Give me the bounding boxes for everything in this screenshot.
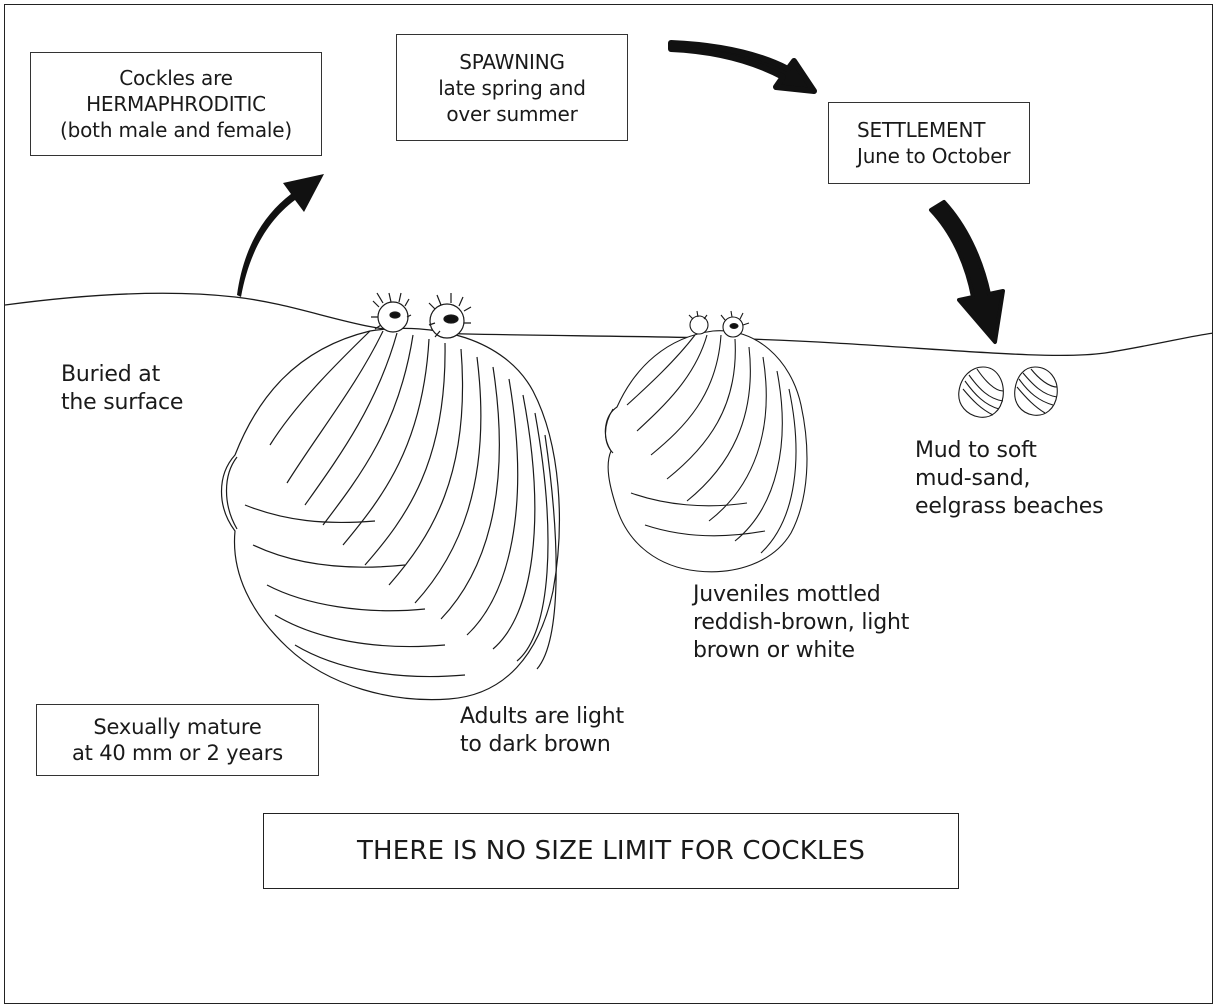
settled-cockle-icon bbox=[959, 367, 1004, 417]
juveniles-line-2: reddish-brown, light bbox=[693, 609, 909, 637]
hermaphrodite-line-3: (both male and female) bbox=[31, 117, 321, 143]
life-cycle-arrow-icon bbox=[671, 43, 814, 91]
habitat-line-2: mud-sand, bbox=[915, 465, 1103, 493]
adults-line-1: Adults are light bbox=[460, 703, 624, 731]
hermaphrodite-line-1: Cockles are bbox=[31, 65, 321, 91]
buried-label: Buried at the surface bbox=[61, 361, 183, 417]
spawning-line-1: SPAWNING bbox=[397, 49, 627, 75]
diagram-frame: Cockles are HERMAPHRODITIC (both male an… bbox=[4, 4, 1213, 1004]
settled-cockle-icon bbox=[1015, 367, 1058, 415]
spawning-info-box: SPAWNING late spring and over summer bbox=[396, 34, 628, 141]
spawning-line-2: late spring and bbox=[397, 75, 627, 101]
sediment-surface-line bbox=[5, 293, 1213, 355]
juveniles-line-3: brown or white bbox=[693, 637, 909, 665]
juveniles-label: Juveniles mottled reddish-brown, light b… bbox=[693, 581, 909, 665]
settlement-line-1: SETTLEMENT bbox=[857, 117, 1029, 143]
juveniles-line-1: Juveniles mottled bbox=[693, 581, 909, 609]
buried-line-1: Buried at bbox=[61, 361, 183, 389]
size-limit-text: THERE IS NO SIZE LIMIT FOR COCKLES bbox=[357, 836, 865, 866]
juvenile-cockle-icon bbox=[605, 311, 807, 572]
size-limit-notice: THERE IS NO SIZE LIMIT FOR COCKLES bbox=[263, 813, 959, 889]
adult-cockle-icon bbox=[222, 293, 560, 700]
spawning-line-3: over summer bbox=[397, 101, 627, 127]
buried-line-2: the surface bbox=[61, 389, 183, 417]
maturity-line-1: Sexually mature bbox=[37, 714, 318, 740]
life-cycle-arrow-icon bbox=[931, 202, 1003, 342]
habitat-line-1: Mud to soft bbox=[915, 437, 1103, 465]
habitat-line-3: eelgrass beaches bbox=[915, 493, 1103, 521]
life-cycle-arrow-icon bbox=[237, 174, 324, 297]
settlement-info-box: SETTLEMENT June to October bbox=[828, 102, 1030, 184]
habitat-label: Mud to soft mud-sand, eelgrass beaches bbox=[915, 437, 1103, 521]
adults-label: Adults are light to dark brown bbox=[460, 703, 624, 759]
hermaphrodite-line-2: HERMAPHRODITIC bbox=[31, 91, 321, 117]
maturity-info-box: Sexually mature at 40 mm or 2 years bbox=[36, 704, 319, 776]
adults-line-2: to dark brown bbox=[460, 731, 624, 759]
maturity-line-2: at 40 mm or 2 years bbox=[37, 740, 318, 766]
hermaphrodite-info-box: Cockles are HERMAPHRODITIC (both male an… bbox=[30, 52, 322, 156]
settlement-line-2: June to October bbox=[857, 143, 1029, 169]
